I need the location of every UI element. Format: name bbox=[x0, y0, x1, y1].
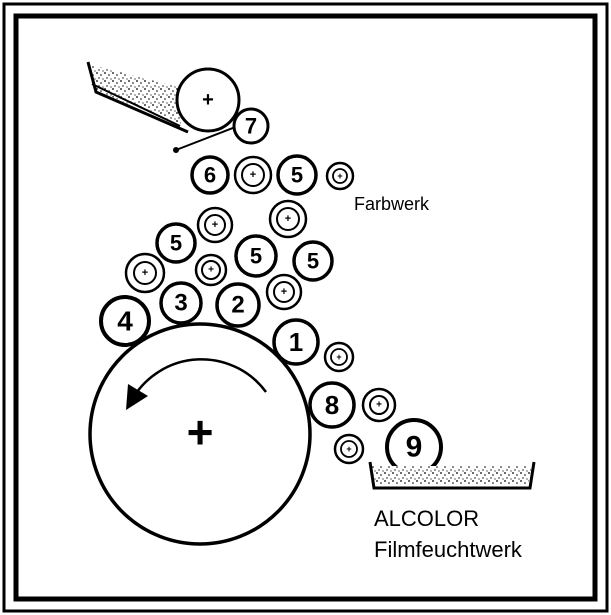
rotation-arrow bbox=[126, 358, 268, 410]
plate-cylinder: + bbox=[88, 322, 312, 546]
svg-text:6: 6 bbox=[204, 163, 216, 188]
roller-4: 4 bbox=[99, 295, 151, 347]
ink-fountain bbox=[86, 61, 190, 134]
svg-text:5: 5 bbox=[250, 244, 262, 269]
roller-9: 9 bbox=[385, 418, 443, 476]
svg-text:+: + bbox=[208, 265, 214, 276]
doctor-blade bbox=[175, 125, 239, 151]
svg-text:8: 8 bbox=[325, 390, 339, 420]
roller-2: 2 bbox=[215, 282, 261, 328]
svg-text:+: + bbox=[285, 213, 291, 225]
dampening-roller-small-lower: + bbox=[333, 433, 365, 465]
svg-text:9: 9 bbox=[406, 431, 423, 464]
roller-1: 1 bbox=[272, 318, 320, 366]
svg-text:5: 5 bbox=[291, 163, 303, 188]
roller-5-top: 5 bbox=[276, 154, 318, 196]
svg-text:+: + bbox=[337, 171, 342, 181]
svg-text:+: + bbox=[250, 169, 256, 181]
svg-text:+: + bbox=[212, 219, 218, 231]
ink-fountain-center-mark: + bbox=[202, 89, 214, 111]
roller-3: 3 bbox=[159, 281, 203, 325]
svg-text:+: + bbox=[346, 444, 351, 454]
svg-text:+: + bbox=[142, 267, 148, 279]
distributor-roller-center: + bbox=[194, 253, 228, 287]
distributor-roller-left: + bbox=[124, 252, 166, 294]
distributor-roller-upper-left: + bbox=[196, 206, 234, 244]
svg-text:4: 4 bbox=[117, 306, 133, 337]
alcolor-label: ALCOLOR bbox=[374, 506, 479, 531]
water-pan bbox=[368, 461, 536, 490]
distributor-roller-top-middle: + bbox=[233, 155, 273, 195]
distributor-roller-upper-right: + bbox=[268, 199, 308, 239]
roller-5-middle: 5 bbox=[234, 234, 278, 278]
roller-5-left: 5 bbox=[155, 222, 197, 264]
svg-text:1: 1 bbox=[289, 327, 303, 357]
roller-7: 7 bbox=[232, 107, 270, 145]
filmfeuchtwerk-label: Filmfeuchtwerk bbox=[374, 537, 523, 562]
distributor-roller-lower-right: + bbox=[265, 273, 303, 311]
svg-text:7: 7 bbox=[245, 114, 257, 139]
ink-fountain-roller: + bbox=[175, 67, 241, 133]
svg-text:+: + bbox=[336, 352, 341, 362]
roller-5-right: 5 bbox=[292, 240, 334, 282]
dampening-roller-small-right: + bbox=[361, 387, 397, 423]
svg-text:3: 3 bbox=[174, 290, 187, 317]
dampening-roller-small-upper: + bbox=[323, 341, 355, 373]
roller-8: 8 bbox=[308, 381, 356, 429]
farbwerk-label: Farbwerk bbox=[354, 194, 430, 214]
inner-frame bbox=[13, 13, 598, 602]
svg-text:+: + bbox=[281, 286, 287, 298]
svg-text:5: 5 bbox=[307, 249, 319, 274]
plate-cylinder-center-mark: + bbox=[187, 406, 214, 458]
distributor-roller-top-right: + bbox=[325, 161, 355, 191]
doctor-blade-pivot bbox=[173, 147, 179, 153]
roller-6: 6 bbox=[190, 155, 230, 195]
svg-text:+: + bbox=[376, 400, 382, 411]
svg-text:2: 2 bbox=[231, 292, 244, 319]
svg-text:5: 5 bbox=[170, 231, 182, 256]
